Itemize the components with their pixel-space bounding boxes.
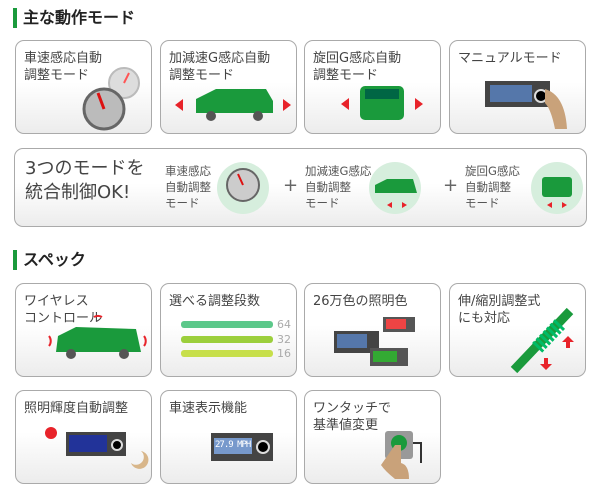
speed-display-icon xyxy=(211,433,273,461)
card-label: ワンタッチで 基準値変更 xyxy=(313,401,392,433)
mode-card-cornering: 旋回G感応自動 調整モード xyxy=(304,40,441,134)
car-front-icon xyxy=(341,86,423,120)
level-bars xyxy=(181,321,273,357)
level-label: 16 xyxy=(277,347,291,360)
spec-card-brightness: 照明輝度自動調整 xyxy=(15,390,152,484)
section-title-modes: 主な動作モード xyxy=(13,8,135,28)
card-label: 車速感応自動 調整モード xyxy=(24,51,103,83)
mode-card-accel: 加減速G感応自動 調整モード xyxy=(160,40,297,134)
card-label: 伸/縮別調整式 にも対応 xyxy=(458,294,541,326)
plus-sign: + xyxy=(443,175,459,196)
mode-card-speed: 車速感応自動 調整モード xyxy=(15,40,152,134)
card-label: 旋回G感応自動 調整モード xyxy=(313,51,402,83)
card-label: 選べる調整段数 xyxy=(169,294,261,309)
card-label: 車速表示機能 xyxy=(169,401,248,416)
card-label: 加減速G感応自動 調整モード xyxy=(169,51,271,83)
combined-title: 3つのモードを 統合制御OK! xyxy=(25,158,145,203)
spec-card-wireless: ワイヤレス コントロール xyxy=(15,283,152,377)
combined-icons xyxy=(217,162,583,214)
card-label: マニュアルモード xyxy=(458,51,562,66)
section-title-spec: スペック xyxy=(13,250,86,270)
level-label: 32 xyxy=(277,333,291,346)
combined-item-label: 加減速G感応 自動調整 モード xyxy=(305,164,372,210)
spec-card-speed-display: 車速表示機能 27.9 MPH xyxy=(160,390,297,484)
combined-control-panel: 3つのモードを 統合制御OK! 車速感応 自動調整 モード + 加減速G感応 自… xyxy=(14,148,587,227)
spec-card-shock: 伸/縮別調整式 にも対応 xyxy=(449,283,586,377)
controller-colors-icon xyxy=(334,317,415,366)
plus-sign: + xyxy=(283,175,299,196)
level-label: 64 xyxy=(277,318,291,331)
combined-item-label: 車速感応 自動調整 モード xyxy=(165,164,211,210)
controller-hand-icon xyxy=(485,81,567,129)
coilover-icon xyxy=(510,307,574,374)
one-touch-button-icon xyxy=(381,431,422,479)
spec-card-levels: 選べる調整段数 64 32 16 xyxy=(160,283,297,377)
card-label: 照明輝度自動調整 xyxy=(24,401,129,416)
mode-card-manual: マニュアルモード xyxy=(449,40,586,134)
speedometer-icon xyxy=(82,67,140,131)
card-label: ワイヤレス コントロール xyxy=(24,294,103,326)
wireless-car-icon xyxy=(48,314,147,359)
brightness-icon xyxy=(45,427,149,469)
combined-item-label: 旋回G感応 自動調整 モード xyxy=(465,164,520,210)
minivan-side-icon xyxy=(175,89,291,121)
card-label: 26万色の照明色 xyxy=(313,294,408,309)
speed-readout: 27.9 MPH xyxy=(215,440,251,450)
spec-card-one-touch: ワンタッチで 基準値変更 xyxy=(304,390,441,484)
spec-card-colors: 26万色の照明色 xyxy=(304,283,441,377)
